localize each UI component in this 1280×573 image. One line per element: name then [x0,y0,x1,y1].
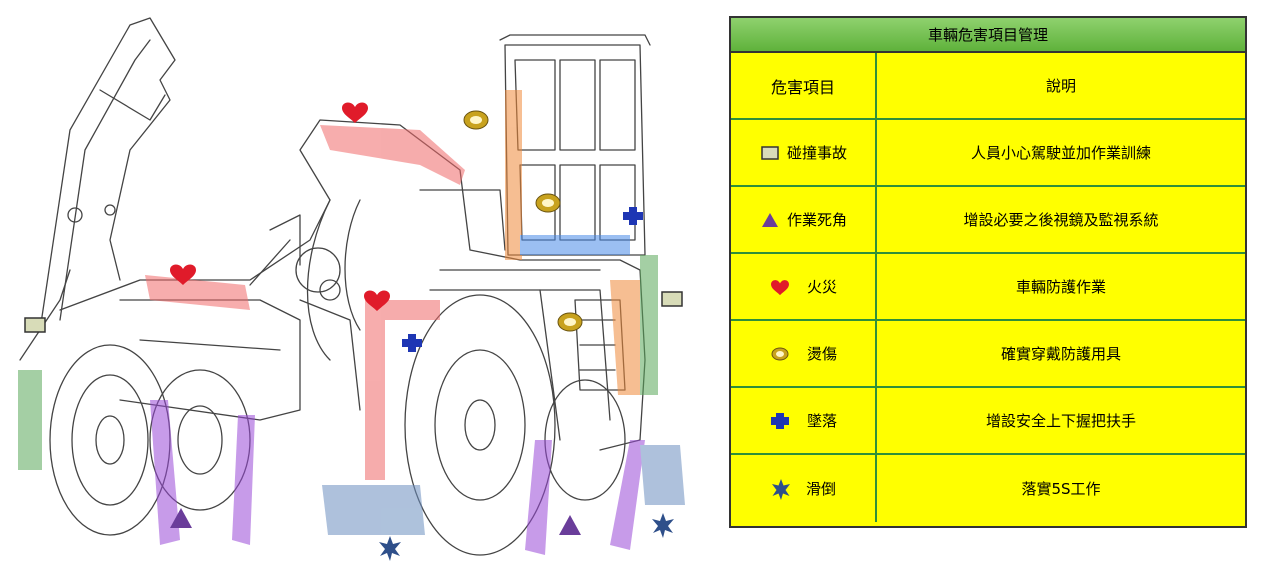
collision-zone-front [640,255,658,395]
row-description: 增設安全上下握把扶手 [985,412,1136,430]
fall-marker [402,334,422,352]
row-item: 燙傷 [806,345,837,363]
hazard-management-table: 車輛危害項目管理 危害項目 說明 碰撞事故 人員小心駕駛並加作業訓練 作業死角 … [729,16,1247,528]
fire-marker [342,102,368,123]
fire-zone-top [320,125,465,185]
fire-marker [364,290,390,311]
blind-zone-1 [150,400,180,545]
row-item: 碰撞事故 [786,144,847,162]
header-hazard-item: 危害項目 [731,53,877,118]
table-row: 作業死角 增設必要之後視鏡及監視系統 [731,187,1245,254]
burn-ring-icon [769,344,791,364]
row-description: 增設必要之後視鏡及監視系統 [963,211,1159,229]
vehicle-line-drawing [19,17,651,451]
fall-zone-cab [520,235,630,255]
burn-marker [463,110,489,130]
row-description: 人員小心駕駛並加作業訓練 [970,144,1151,162]
burn-zone-engine [610,280,640,395]
fire-heart-icon [769,277,791,297]
wheels [49,294,626,556]
fire-zone-boom [145,275,250,310]
slip-marker [652,513,674,538]
burn-zone-cab [505,90,522,260]
table-row: 碰撞事故 人員小心駕駛並加作業訓練 [731,120,1245,187]
row-description: 確實穿戴防護用具 [1000,345,1121,363]
row-item: 作業死角 [786,211,847,229]
row-item: 滑倒 [805,480,836,498]
collision-marker [661,291,683,307]
collision-square-icon [759,143,781,163]
blind-zone-4 [610,440,645,550]
table-row: 滑倒 落實5S工作 [731,455,1245,522]
collision-zone-rear [18,370,42,470]
fall-cross-icon [769,411,791,431]
hazard-markers [24,102,683,561]
header-description: 說明 [1045,77,1076,95]
fire-marker [170,264,196,285]
blind-zone-2 [232,415,255,545]
vehicle-hazard-diagram [18,17,685,561]
slip-star-icon [770,478,792,500]
slip-zone-2 [640,445,685,505]
blind-spot-marker [170,508,192,528]
fire-zone-front [365,300,440,480]
table-row: 墜落 增設安全上下握把扶手 [731,388,1245,455]
table-row: 火災 車輛防護作業 [731,254,1245,321]
row-item: 墜落 [806,412,837,430]
row-description: 落實5S工作 [1021,480,1101,498]
blind-spot-triangle-icon [759,210,781,230]
blind-zone-3 [525,440,552,555]
row-item: 火災 [806,278,837,296]
row-description: 車輛防護作業 [1015,278,1106,296]
blind-spot-marker [559,515,581,535]
table-row: 燙傷 確實穿戴防護用具 [731,321,1245,388]
table-title: 車輛危害項目管理 [731,18,1245,53]
slip-zone-1 [322,485,425,535]
fall-marker [623,207,643,225]
slip-marker [379,536,401,561]
table-header-row: 危害項目 說明 [731,53,1245,120]
burn-marker [535,193,561,213]
hazard-zones [18,90,685,555]
collision-marker [24,317,46,333]
burn-marker [557,312,583,332]
